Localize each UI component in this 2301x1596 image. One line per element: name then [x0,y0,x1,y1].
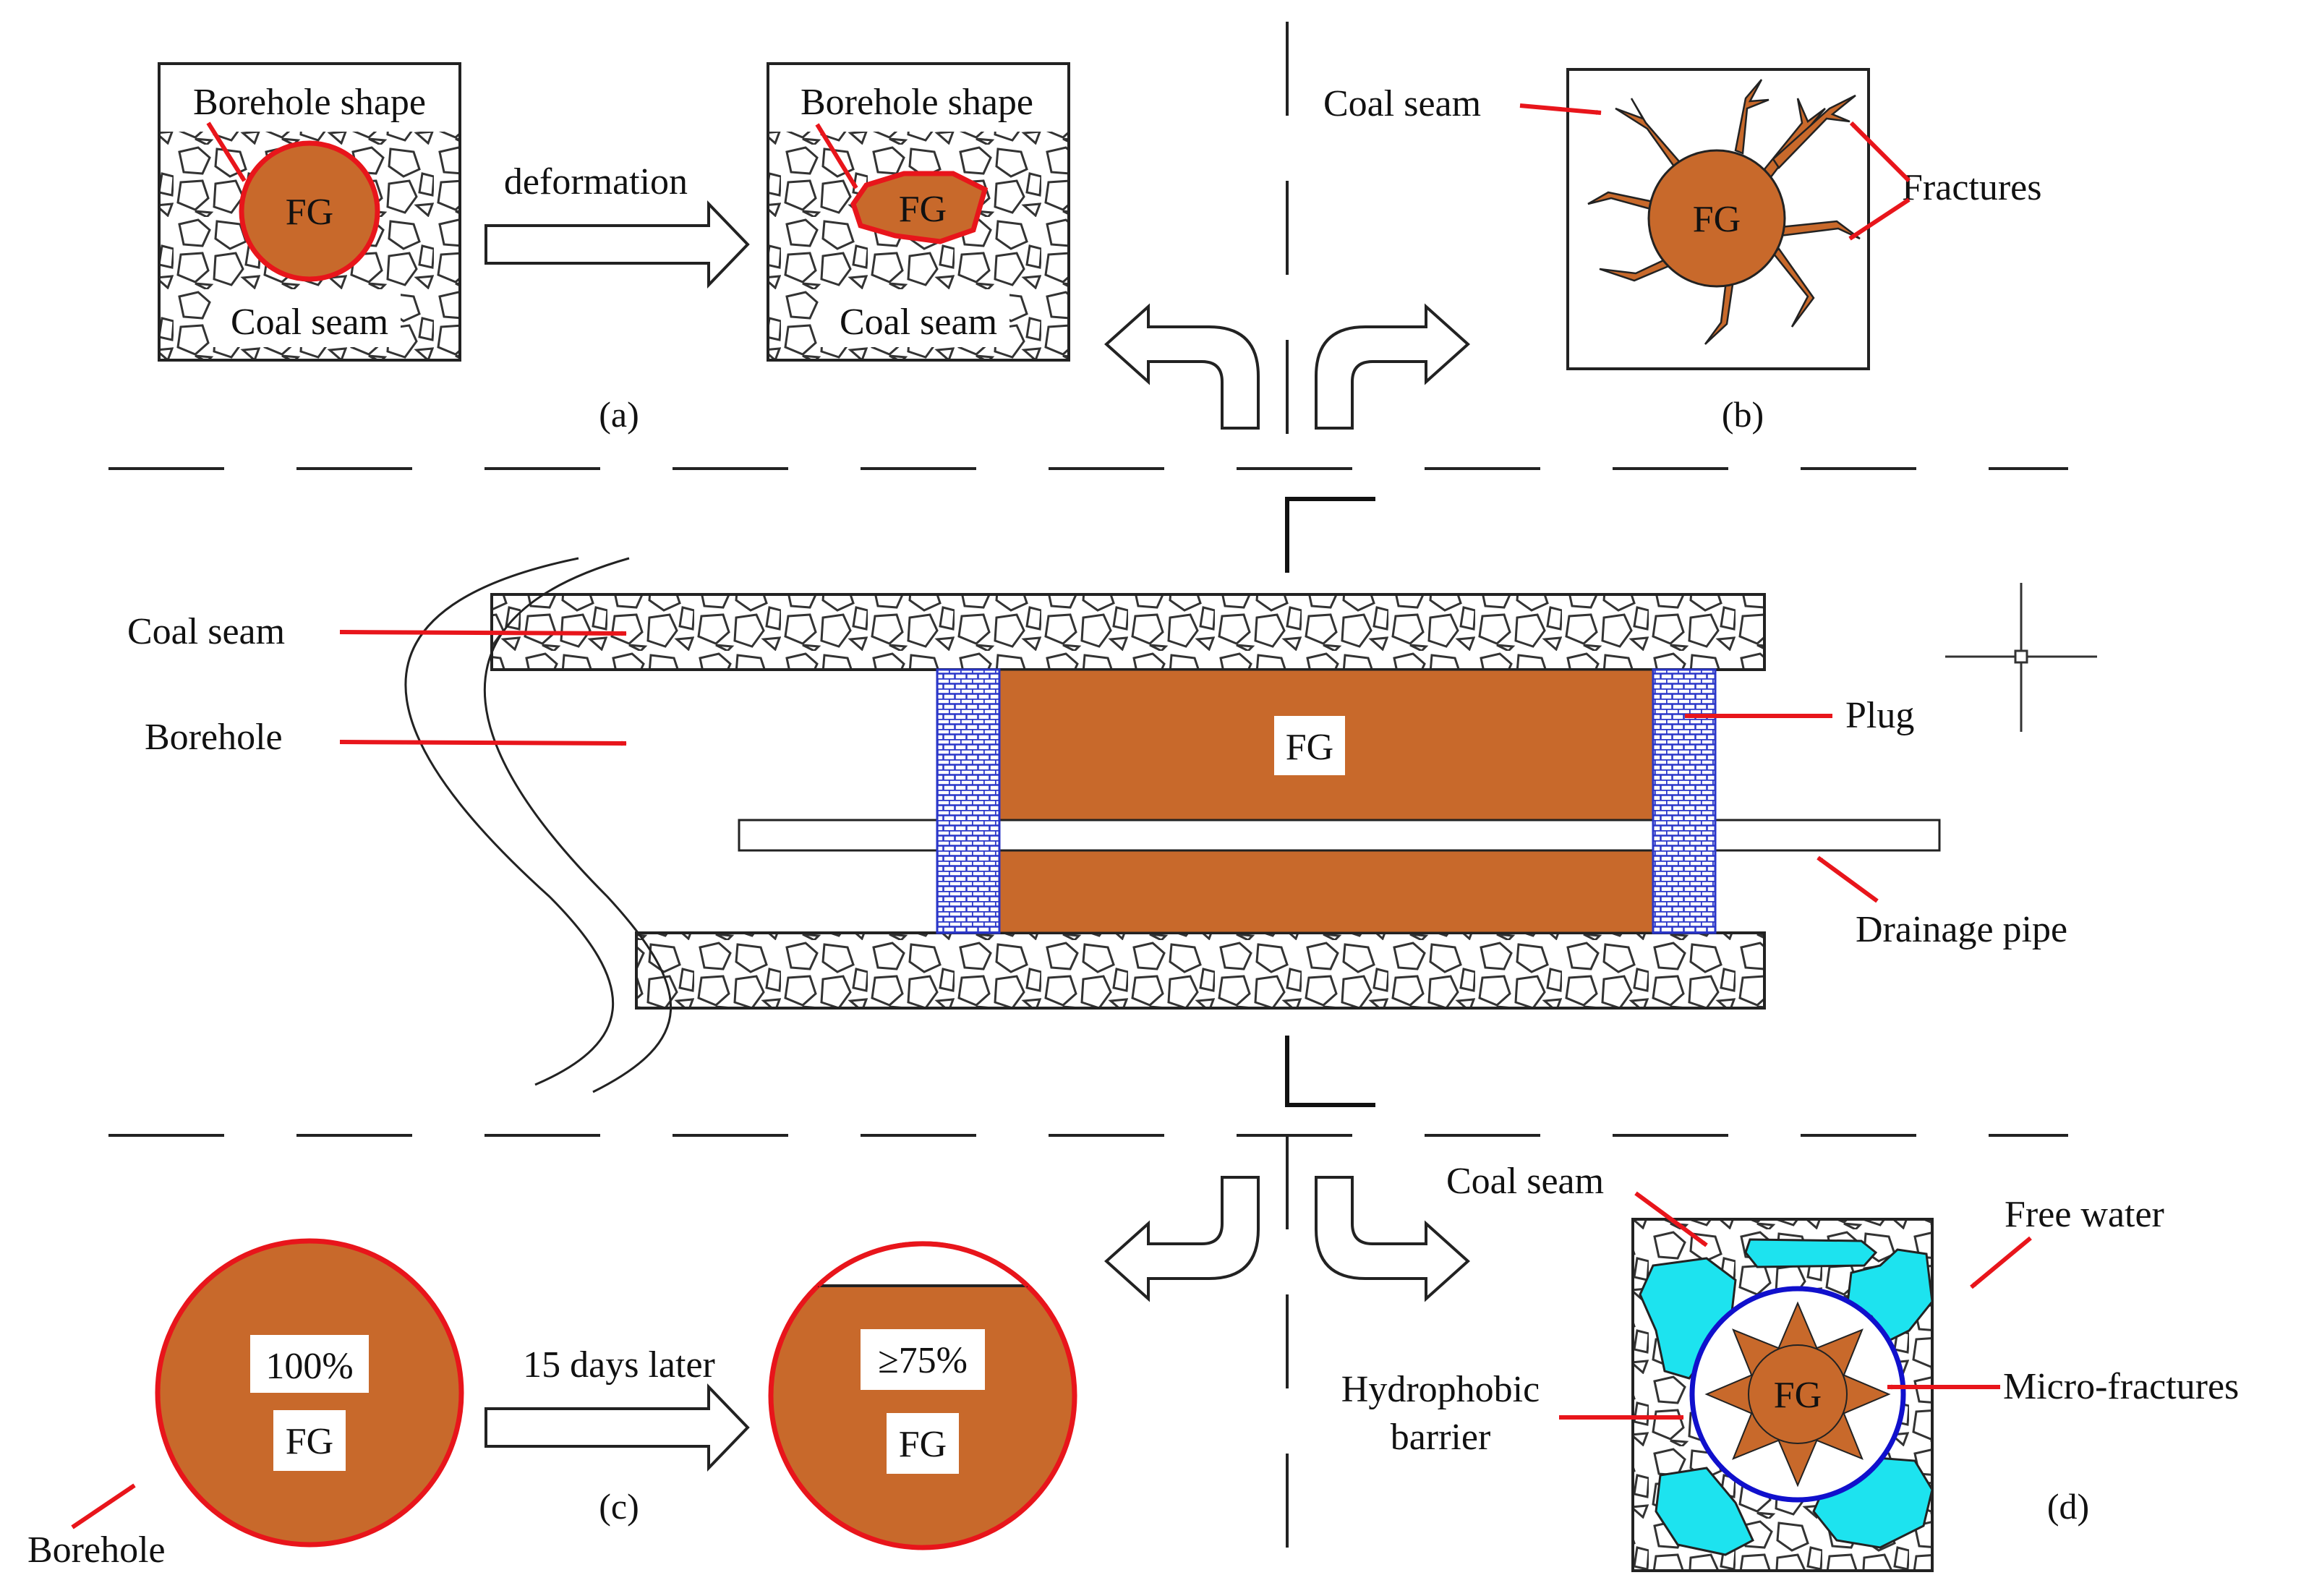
bent-arrow-bottom-left [1104,1176,1260,1302]
leader-drainage-pipe [1817,855,1879,903]
label-deformation: deformation [504,161,688,202]
panel-b: FG Coal seam Fractures (b) [1323,68,2041,435]
label-coal-seam-d: Coal seam [1446,1161,1604,1202]
panel-d: FG Coal seam Free water Hydrophobic barr… [1341,1161,2239,1572]
borehole-round [239,140,380,282]
plug-right [1652,668,1717,934]
label-coal-seam-right: Coal seam [840,302,997,343]
caption-d: (d) [2047,1486,2089,1527]
label-borehole-shape-right: Borehole shape [801,82,1033,123]
coal-seam-bottom [635,931,1766,1010]
bent-arrow-bottom-right [1315,1176,1470,1302]
panel-a: Borehole shape FG Coal seam deformation … [158,62,1070,435]
label-plug: Plug [1845,695,1914,736]
separator-lines [108,22,2068,1584]
caption-c: (c) [599,1486,639,1527]
caption-a: (a) [599,394,639,435]
main-section: FG Coal seam Borehole Plug Drainage pipe [127,557,2067,1093]
leader-borehole-left [206,121,247,182]
leader-coal-seam-main [339,630,627,636]
fg-block-upper [998,668,1655,822]
label-drainage-pipe: Drainage pipe [1856,909,2067,950]
section-marks [1285,497,1375,1107]
label-borehole-shape-left: Borehole shape [193,82,426,123]
label-hydrophobic-barrier-1: Hydrophobic [1341,1369,1540,1410]
label-100-percent: 100% [265,1346,353,1387]
label-coal-seam-b: Coal seam [1323,83,1481,124]
label-fg-left: FG [286,192,333,233]
leader-coal-seam-d [1634,1191,1708,1247]
label-micro-fractures: Micro-fractures [2003,1366,2239,1407]
bent-arrows-top [1104,303,1470,430]
crosshair-mark [1945,583,2097,732]
leader-borehole-right [815,123,858,189]
bent-arrows-bottom [1104,1176,1470,1302]
label-fg-c-right: FG [899,1424,947,1465]
plug-left [936,668,1001,934]
label-hydrophobic-barrier-2: barrier [1391,1417,1491,1458]
leader-fractures-2 [1848,197,1911,241]
label-fg-d: FG [1774,1375,1822,1416]
fg-block-lower [998,849,1655,934]
leader-fractures-1 [1849,121,1911,183]
label-borehole-c: Borehole [27,1529,166,1571]
label-fg-b: FG [1693,199,1741,240]
bent-arrow-top-left [1104,303,1260,430]
label-fg-c-left: FG [286,1421,333,1462]
label-fg-main: FG [1286,727,1333,768]
label-75-percent: ≥75% [878,1340,968,1381]
borehole-deformed [850,171,989,244]
panel-c: 100% FG 15 days later ≥75% FG Borehole (… [27,1238,1077,1571]
caption-b: (b) [1722,394,1764,435]
label-borehole-main: Borehole [145,717,283,758]
coal-seam-top [490,593,1766,671]
label-free-water: Free water [2005,1194,2164,1235]
leader-borehole-main [339,740,627,746]
label-coal-seam-left: Coal seam [231,302,388,343]
bent-arrow-top-right [1315,303,1470,430]
time-arrow [484,1383,750,1472]
label-fg-right: FG [899,189,947,230]
fg-circle-b [1647,149,1786,288]
leader-borehole-c [71,1483,136,1529]
fg-partial-circle [768,1241,1077,1550]
borehole-edge-curves [404,557,673,1093]
label-fractures: Fractures [1902,167,2041,208]
leader-coal-seam-b [1519,103,1602,115]
deformation-arrow [484,200,750,289]
leader-free-water [1970,1236,2032,1289]
label-coal-seam-main: Coal seam [127,611,285,652]
label-15-days-later: 15 days later [523,1344,715,1386]
drainage-pipe [738,819,1941,852]
